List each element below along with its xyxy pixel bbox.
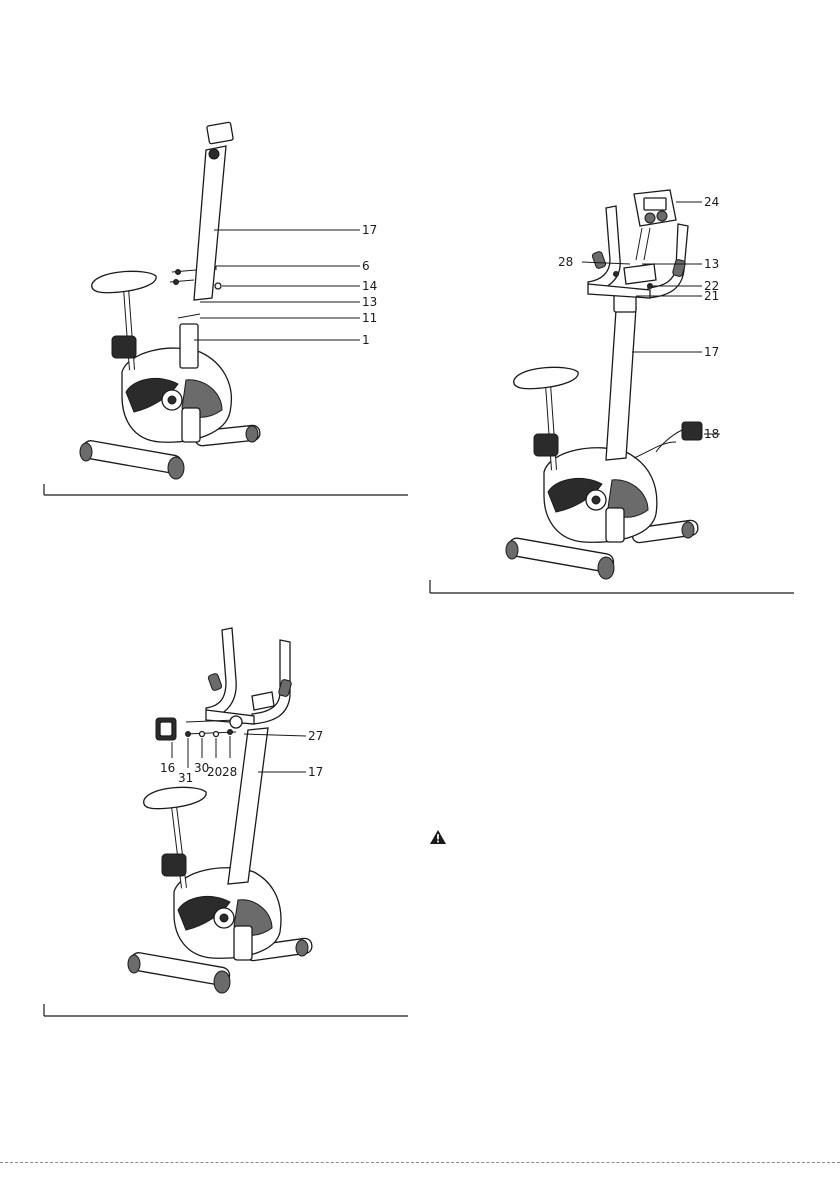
handlebar-mast [228, 728, 268, 884]
adapter-cable [634, 422, 702, 458]
callout-14: 14 [362, 279, 377, 293]
callout-28: 28 [222, 765, 237, 779]
lower-mast-stub [178, 314, 200, 368]
callout-17: 17 [308, 765, 323, 779]
assembly-diagram-console-mounting: 24 28 13 22 21 17 18 [420, 180, 840, 610]
callout-16: 16 [160, 761, 175, 775]
callout-6: 6 [362, 259, 370, 273]
callout-13: 13 [362, 295, 377, 309]
flywheel-housing [174, 868, 281, 960]
console [634, 190, 676, 260]
handlebar [206, 628, 292, 724]
flywheel-housing [122, 348, 231, 442]
callout-24: 24 [704, 195, 719, 209]
callout-28: 28 [558, 255, 573, 269]
handlebar-clamp [156, 718, 176, 740]
callout-18: 18 [704, 427, 719, 441]
rear-stabilizer [80, 439, 184, 479]
rear-stabilizer [506, 537, 615, 579]
callout-11: 11 [362, 311, 377, 325]
callout-13: 13 [704, 257, 719, 271]
callout-20: 20 [207, 765, 222, 779]
flywheel-housing [544, 448, 657, 543]
handlebar-mast [194, 122, 233, 300]
assembly-diagram-handlebar-mounting: 27 17 16 31 30 20 28 [0, 610, 420, 1030]
warning-triangle-icon [430, 830, 446, 844]
callout-1: 1 [362, 333, 370, 347]
callout-31: 31 [178, 771, 193, 785]
callout-17: 17 [704, 345, 719, 359]
page-bottom-border [0, 1162, 840, 1163]
assembly-diagram-mast-insertion: 17 6 14 13 11 1 [0, 0, 420, 500]
callout-17: 17 [362, 223, 377, 237]
handlebar-mast [606, 290, 636, 460]
callout-27: 27 [308, 729, 323, 743]
callout-21: 21 [704, 289, 719, 303]
